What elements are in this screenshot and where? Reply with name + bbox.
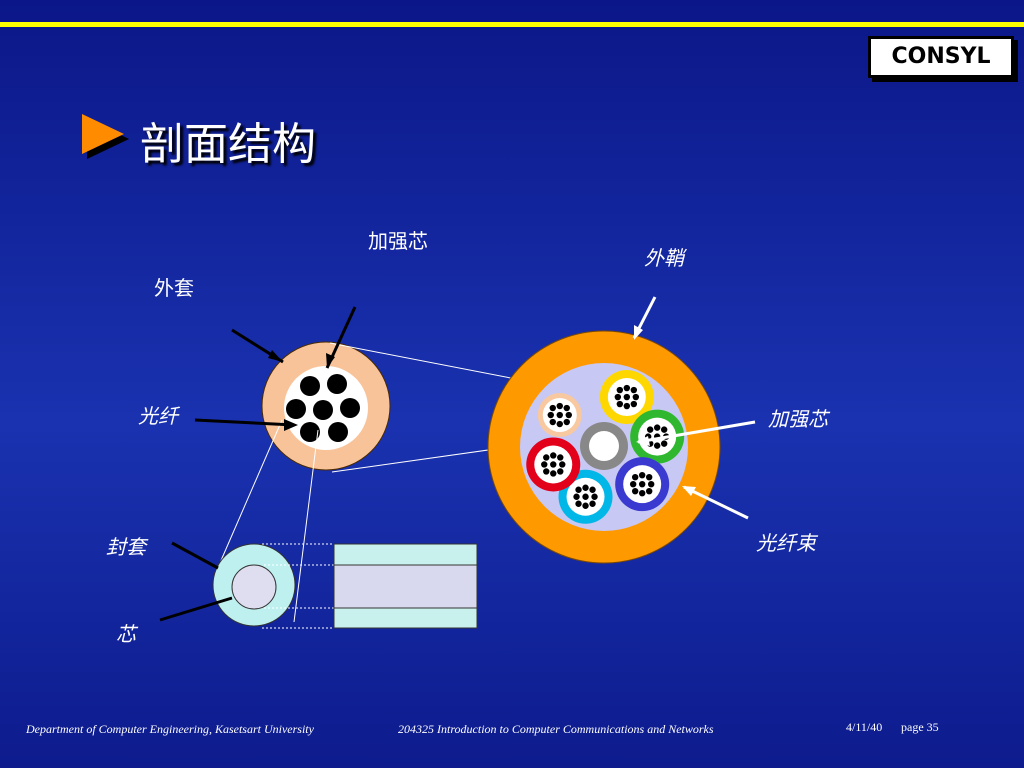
fiber-dot	[589, 486, 596, 493]
footer-department: Department of Computer Engineering, Kase…	[26, 722, 314, 736]
fiber-dot	[623, 393, 631, 401]
label-strength-core-top: 加强芯	[368, 229, 428, 253]
fiber-dot	[549, 418, 556, 426]
label-strength-core-right: 加强芯	[768, 407, 828, 431]
fiber-longitudinal-section	[212, 543, 478, 629]
fiber-dot	[556, 411, 563, 419]
label-outer-jacket: 外套	[154, 276, 194, 300]
fiber-dot	[543, 468, 550, 475]
single-fiber-cable	[261, 341, 391, 471]
fiber-dot	[543, 454, 550, 461]
label-core: 芯	[116, 622, 136, 646]
fiber-dot	[556, 402, 563, 410]
fiber-dot	[630, 400, 638, 408]
fiber-dot	[630, 386, 638, 394]
fiber-dot	[582, 493, 589, 500]
fiber-dot	[632, 393, 640, 401]
fiber-dot	[547, 411, 554, 419]
fiber-dot	[557, 468, 564, 475]
fiber-dot	[591, 493, 598, 500]
footer-page: page 35	[901, 720, 939, 734]
fiber-dot	[614, 393, 622, 401]
fiber-dot	[638, 489, 646, 497]
fiber-dot	[550, 470, 557, 477]
multi-bundle-cable	[487, 330, 721, 564]
fiber-dot	[550, 461, 557, 468]
fiber-dot	[573, 493, 580, 500]
fiber-dot	[623, 402, 631, 410]
fiber-dot	[575, 486, 582, 493]
fiber-dot	[660, 440, 668, 447]
fiber-dot	[549, 404, 556, 412]
fiber-dot	[563, 418, 570, 426]
fiber-dot	[563, 404, 570, 412]
label-fiber: 光纤	[138, 404, 178, 428]
label-outer-sheath: 外鞘	[644, 246, 684, 270]
fiber-dot	[645, 473, 653, 481]
fiber-dot	[647, 480, 655, 488]
fiber-dot	[557, 454, 564, 461]
fiber-dot	[660, 426, 668, 433]
fiber-dot	[631, 473, 639, 481]
page-title: 剖面结构	[140, 119, 316, 170]
fiber-dot	[629, 480, 637, 488]
fiber-dot	[616, 400, 624, 408]
fiber-dot	[550, 452, 557, 459]
triangle-bullet-icon	[82, 114, 129, 159]
fiber-dot	[638, 471, 646, 479]
label-sheath: 封套	[106, 535, 146, 559]
fiber-dot	[559, 461, 566, 468]
fiber-dot	[582, 484, 589, 491]
fiber-dot	[575, 500, 582, 507]
label-fiber-bundle: 光纤束	[756, 531, 816, 555]
fiber-dot	[653, 442, 661, 449]
fiber-dot	[623, 384, 631, 392]
top-accent-line	[0, 22, 1024, 27]
fiber-dot	[565, 411, 572, 419]
fiber-dot	[645, 487, 653, 495]
footer-course: 204325 Introduction to Computer Communic…	[398, 722, 714, 736]
fiber-dot	[646, 426, 654, 433]
fiber-dot	[631, 487, 639, 495]
fiber-dot	[638, 480, 646, 488]
fiber-dot	[616, 386, 624, 394]
fiber-dot	[589, 500, 596, 507]
fiber-dot	[541, 461, 548, 468]
fiber-dot	[556, 420, 563, 428]
consyl-logo: CONSYL	[868, 36, 1014, 78]
footer-date: 4/11/40	[846, 720, 883, 734]
fiber-dot	[582, 502, 589, 509]
fiber-dot	[653, 424, 661, 431]
